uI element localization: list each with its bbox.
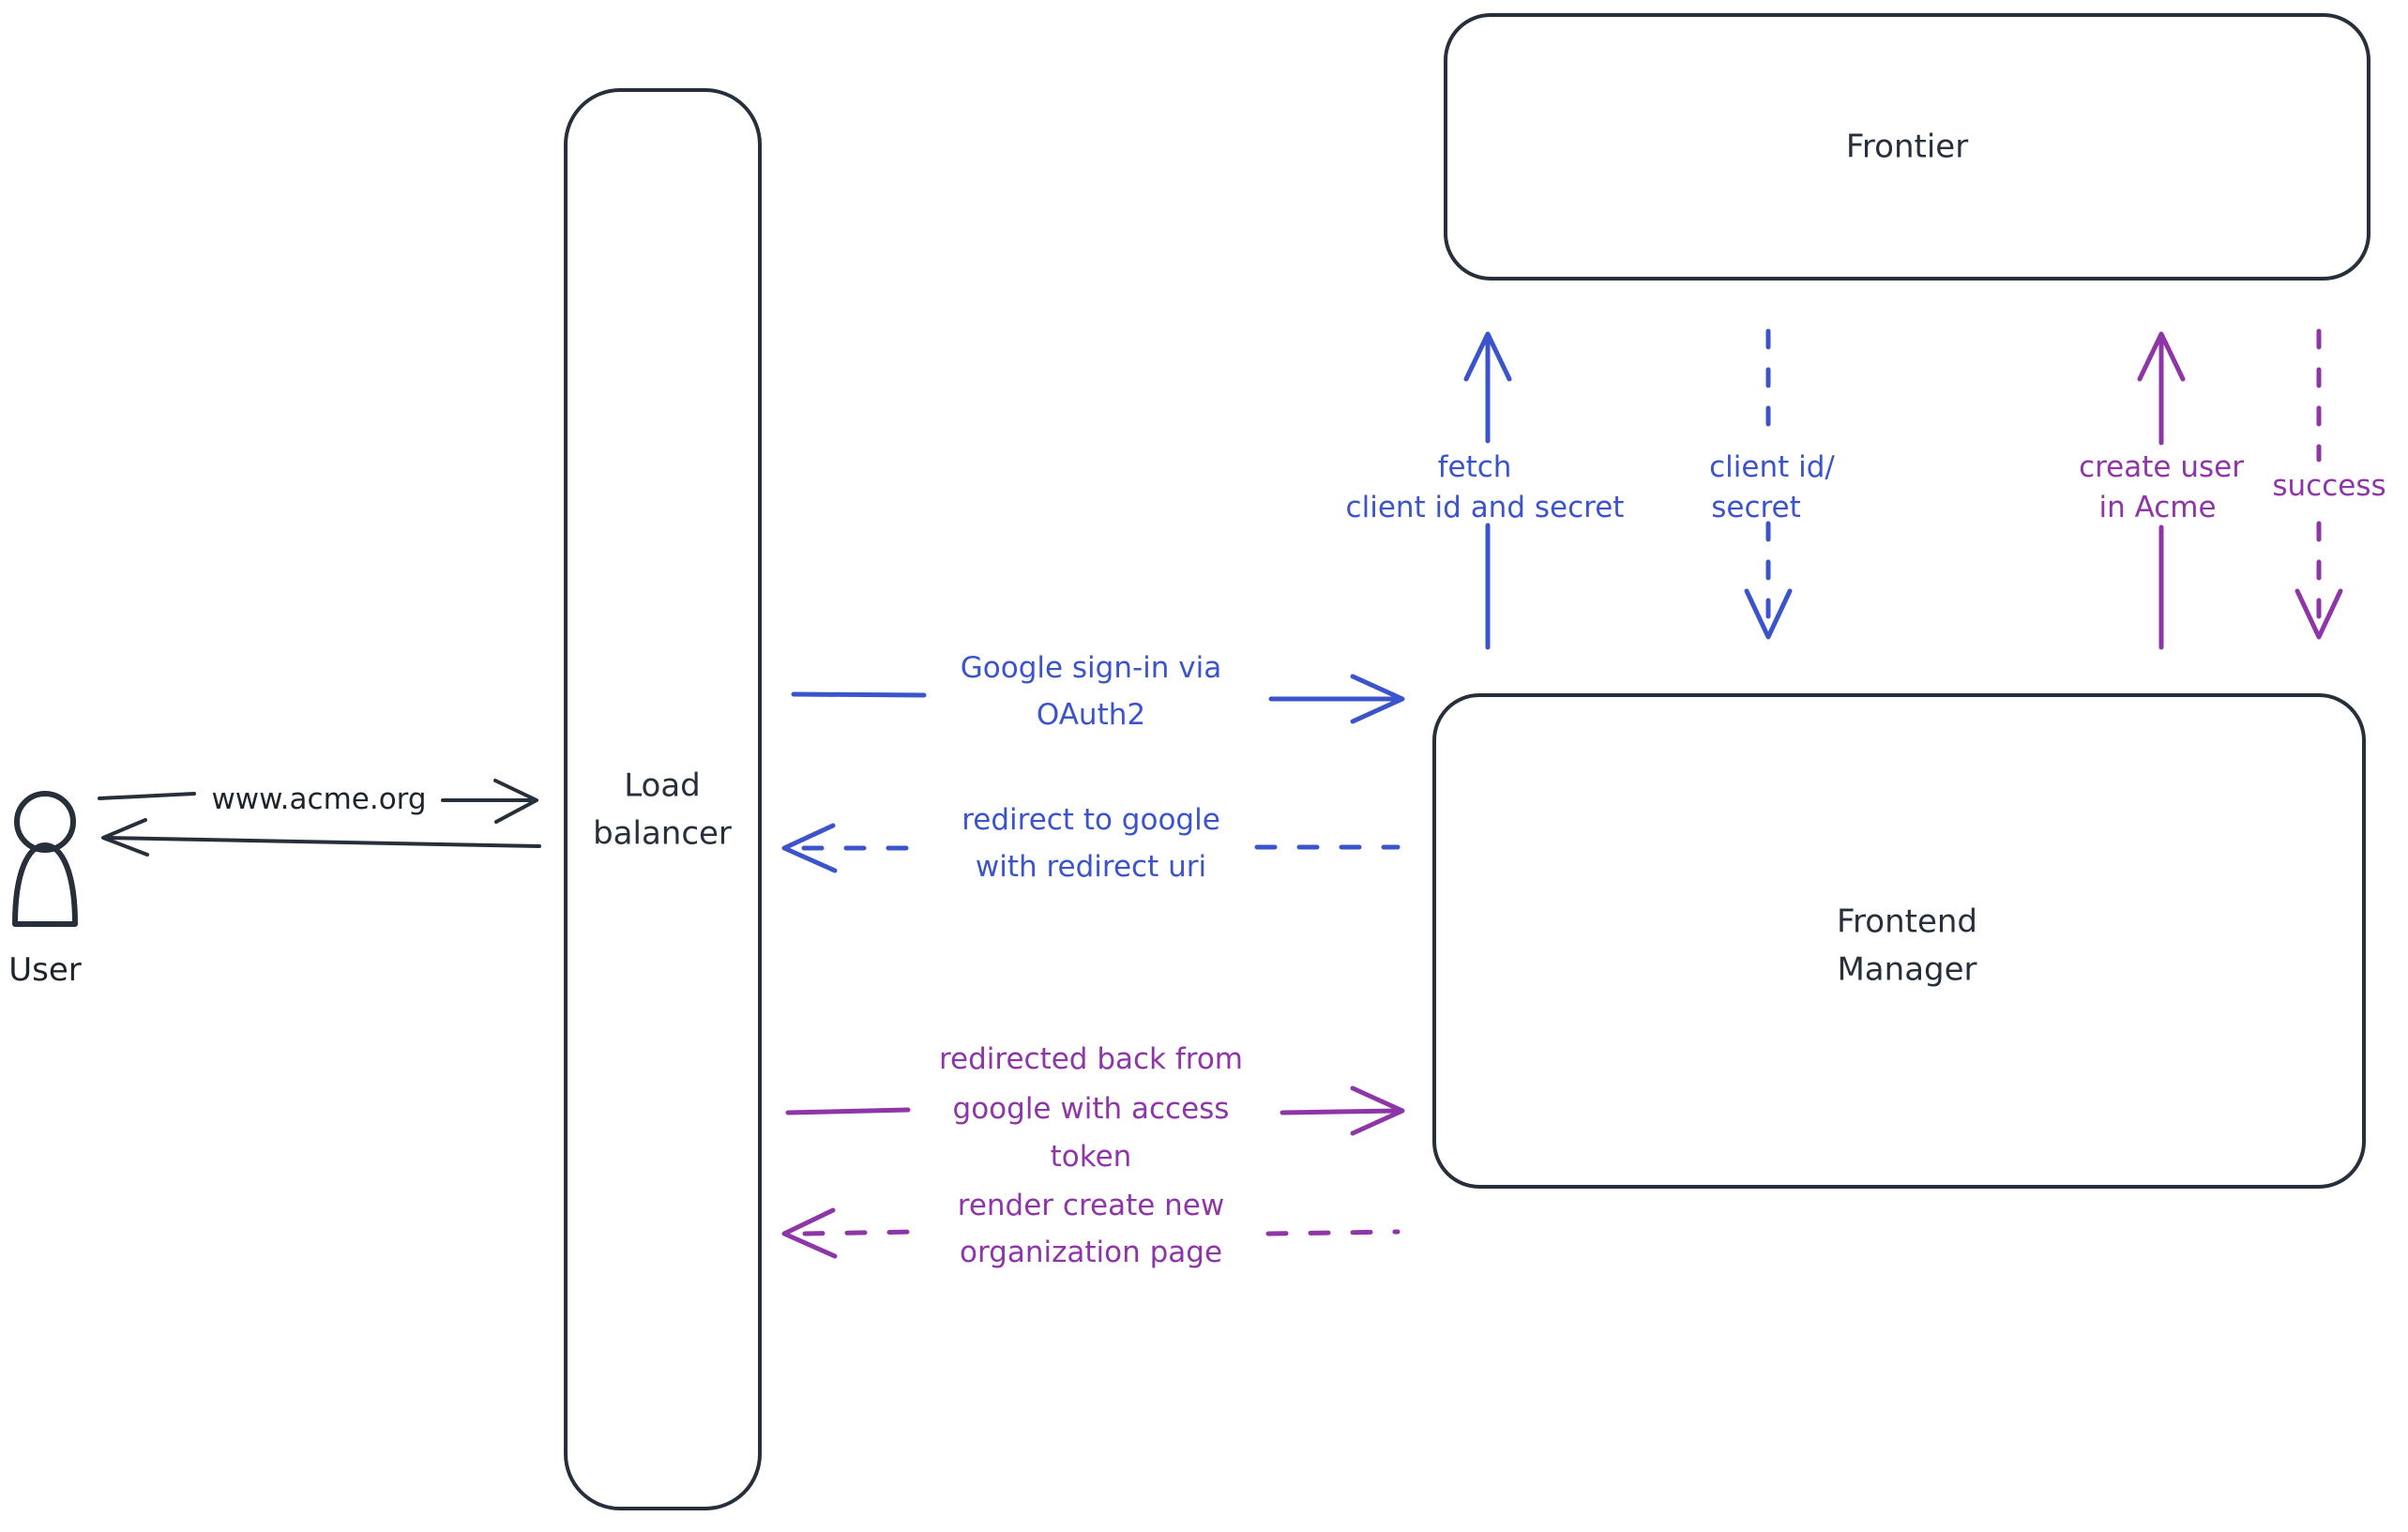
edge-redirect-label-line1: redirect to google — [962, 803, 1220, 837]
edge-google-signin-label-line1: Google sign-in via — [961, 651, 1222, 685]
edge-frontier-to-fm-success[interactable]: success — [2272, 328, 2386, 640]
edge-access-token-label-line2: google with access — [953, 1092, 1230, 1126]
load-balancer-label-line2: balancer — [593, 815, 732, 853]
frontend-manager-label-line2: Manager — [1837, 951, 1976, 989]
edge-user-to-lb-line-left — [98, 792, 196, 800]
edge-render-org-line-right — [1265, 1229, 1401, 1236]
node-frontend-manager[interactable]: Frontend Manager — [1432, 693, 2366, 1189]
actor-user[interactable]: User — [8, 791, 82, 989]
frontend-manager-label-line1: Frontend — [1837, 903, 1977, 941]
edge-render-org-line-left — [802, 1229, 917, 1236]
edge-user-to-lb-label: www.acme.org — [211, 782, 426, 816]
edge-render-org-label-line2: organization page — [960, 1236, 1222, 1269]
edge-access-token-label-line1: redirected back from — [939, 1042, 1243, 1076]
edge-credentials-label-line1: client id/ — [1709, 450, 1835, 484]
edge-create-user-label-line1: create user — [2079, 450, 2244, 484]
edge-google-signin-label-line2: OAuth2 — [1037, 698, 1145, 732]
edge-credentials-label-line2: secret — [1711, 491, 1801, 524]
edge-google-signin-arrowhead — [1350, 674, 1405, 724]
node-frontier[interactable]: Frontier — [1444, 13, 2370, 281]
edge-lb-to-fm-access-token[interactable]: redirected back from google with access … — [785, 1042, 1405, 1174]
edge-loadbalancer-to-user[interactable] — [101, 818, 541, 857]
user-body-icon — [12, 842, 78, 927]
actor-user-label: User — [8, 951, 82, 989]
frontend-manager-box — [1432, 693, 2366, 1189]
edge-credentials-arrowhead — [1744, 588, 1793, 640]
node-load-balancer[interactable]: Load balancer — [564, 88, 762, 1510]
edge-fetch-arrowhead — [1463, 331, 1512, 382]
edge-access-token-line-right — [1280, 1108, 1401, 1115]
frontier-box — [1444, 13, 2370, 281]
edge-redirect-arrowhead — [781, 823, 838, 873]
edge-fm-to-lb-render-org-page[interactable]: render create new organization page — [781, 1189, 1401, 1269]
load-balancer-box — [564, 88, 762, 1510]
user-head-icon — [14, 791, 76, 853]
edge-success-arrowhead — [2294, 588, 2343, 640]
edge-google-signin-line-left — [791, 691, 927, 698]
edge-access-token-arrowhead — [1350, 1085, 1405, 1136]
edge-lb-to-fm-google-signin[interactable]: Google sign-in via OAuth2 — [791, 651, 1405, 732]
edge-fm-to-frontier-fetch[interactable]: fetch client id and secret — [1346, 331, 1625, 650]
edge-fm-to-frontier-create-user[interactable]: create user in Acme — [2079, 331, 2244, 650]
edge-frontier-to-fm-credentials[interactable]: client id/ secret — [1709, 328, 1835, 640]
edge-lb-to-user-arrowhead — [101, 818, 149, 857]
edge-render-org-label-line1: render create new — [958, 1189, 1224, 1222]
edge-user-to-loadbalancer[interactable]: www.acme.org — [98, 779, 538, 824]
edge-lb-to-user-line — [105, 836, 541, 848]
edge-fetch-label-line1: fetch — [1438, 450, 1512, 484]
edge-access-token-line-left — [785, 1107, 911, 1115]
edge-access-token-label-line3: token — [1051, 1140, 1132, 1174]
load-balancer-label-line1: Load — [624, 767, 701, 805]
edge-create-user-arrowhead — [2137, 331, 2186, 382]
edge-success-label: success — [2272, 469, 2385, 503]
edge-user-to-lb-arrowhead — [493, 779, 538, 824]
edge-fetch-label-line2: client id and secret — [1346, 491, 1625, 524]
edge-fm-to-lb-redirect[interactable]: redirect to google with redirect uri — [781, 803, 1401, 884]
edge-render-org-arrowhead — [781, 1207, 838, 1259]
edge-redirect-label-line2: with redirect uri — [976, 850, 1206, 884]
frontier-label: Frontier — [1846, 129, 1968, 166]
edge-create-user-label-line2: in Acme — [2098, 491, 2216, 524]
